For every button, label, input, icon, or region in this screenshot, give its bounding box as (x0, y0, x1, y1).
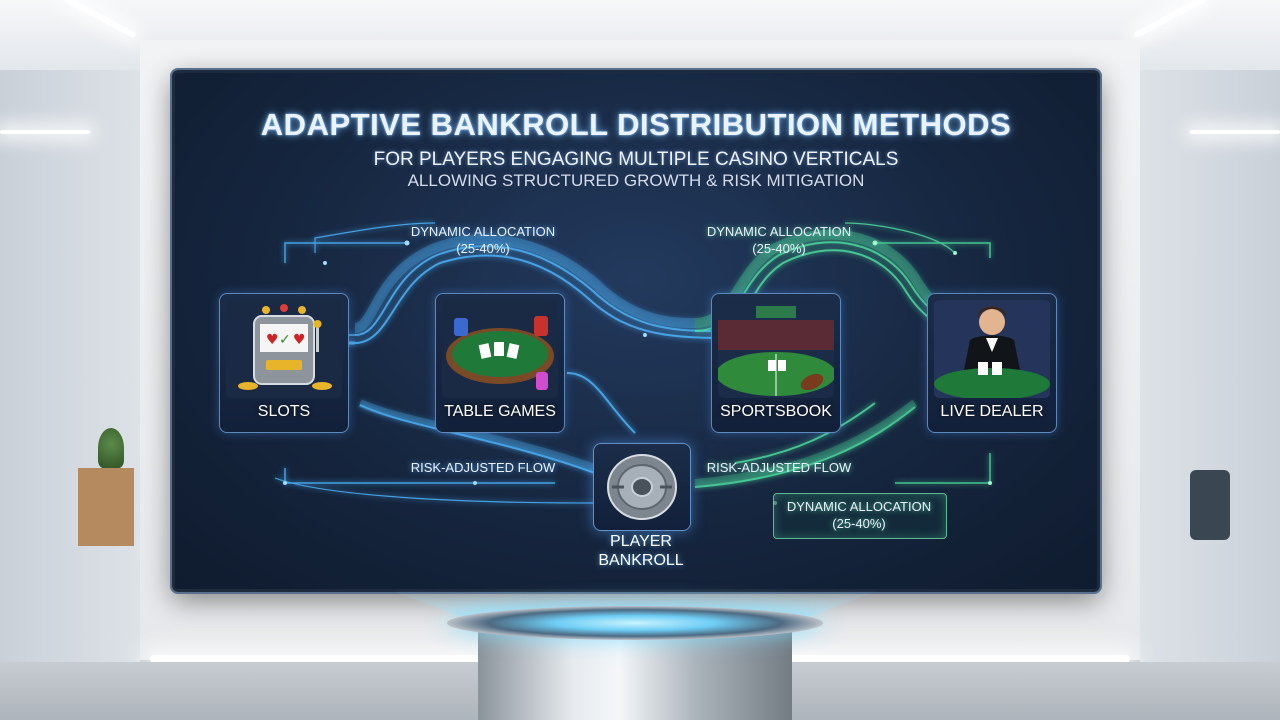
office-wall-right (1140, 70, 1280, 670)
svg-text:✓: ✓ (279, 332, 291, 348)
flow-label-top-right: DYNAMIC ALLOCATION (25-40%) (689, 223, 869, 257)
flow-label-percent: (25-40%) (456, 241, 510, 256)
diagram-subtitle-2: ALLOWING STRUCTURED GROWTH & RISK MITIGA… (407, 171, 865, 190)
flow-label-text: DYNAMIC ALLOCATION (706, 224, 852, 239)
vault-icon (607, 454, 677, 520)
poker-table-icon (442, 300, 558, 398)
flow-label-text: DYNAMIC ALLOCATION (410, 224, 556, 239)
flow-label-top-left: DYNAMIC ALLOCATION (25-40%) (393, 223, 573, 257)
desk (78, 468, 134, 546)
plant (98, 428, 124, 468)
vertical-card-table-games[interactable]: TABLE GAMES (435, 293, 565, 433)
vertical-label: TABLE GAMES (444, 403, 556, 420)
pedestal-base (478, 624, 792, 720)
vertical-card-sportsbook[interactable]: SPORTSBOOK (711, 293, 841, 433)
player-bankroll-hub[interactable] (593, 443, 691, 531)
hub-label-line1: PLAYER (610, 533, 672, 550)
vertical-label: SPORTSBOOK (720, 403, 832, 420)
slot-machine-icon: ♥ ✓ ♥ (226, 300, 342, 398)
player-bankroll-label: PLAYER BANKROLL (555, 532, 727, 570)
flow-label-bottom-left: RISK-ADJUSTED FLOW (410, 460, 556, 475)
flow-label-bottom-right: RISK-ADJUSTED FLOW (706, 460, 852, 475)
pedestal-projector (447, 606, 823, 640)
svg-text:♥: ♥ (266, 332, 279, 348)
svg-text:♥: ♥ (293, 332, 306, 348)
vertical-card-slots[interactable]: ♥ ✓ ♥ SLOTS (219, 293, 349, 433)
office-chair (1190, 470, 1230, 540)
diagram-subtitle: FOR PLAYERS ENGAGING MULTIPLE CASINO VER… (373, 149, 899, 170)
dynamic-allocation-box (773, 493, 947, 539)
vertical-label: SLOTS (257, 403, 311, 420)
diagram-title: ADAPTIVE BANKROLL DISTRIBUTION METHODS (260, 107, 1012, 142)
flow-label-percent: (25-40%) (832, 516, 886, 531)
wall-light-right (1190, 130, 1280, 134)
wall-light-left (0, 130, 90, 134)
display-screen: ADAPTIVE BANKROLL DISTRIBUTION METHODS F… (172, 70, 1100, 592)
flow-label-percent: (25-40%) (752, 241, 806, 256)
flow-label-text: DYNAMIC ALLOCATION (786, 499, 932, 514)
office-wall-left (0, 70, 140, 670)
hub-label-line2: BANKROLL (598, 552, 684, 569)
vertical-label: LIVE DEALER (940, 403, 1044, 420)
dealer-icon (934, 300, 1050, 398)
vertical-card-live-dealer[interactable]: LIVE DEALER (927, 293, 1057, 433)
stadium-icon (718, 300, 834, 398)
flow-label-bottom-box: DYNAMIC ALLOCATION (25-40%) (769, 498, 949, 532)
